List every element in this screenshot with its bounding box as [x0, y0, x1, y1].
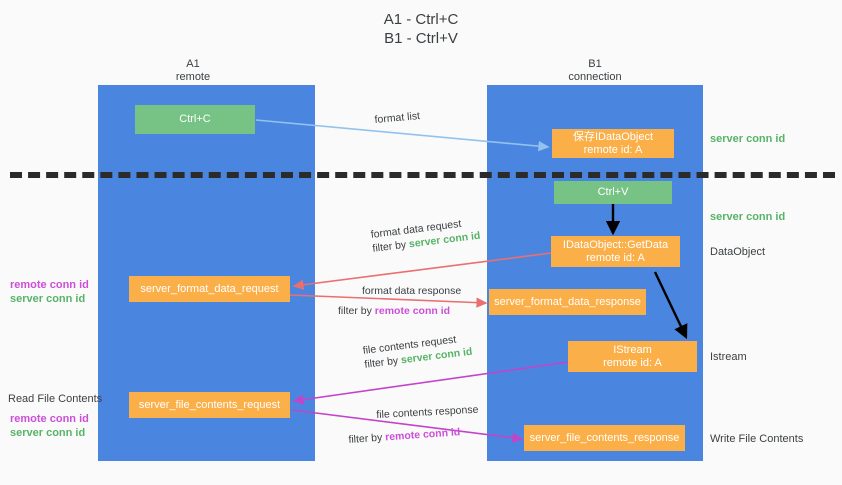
box-server-file-contents-response-label: server_file_contents_response	[529, 431, 680, 444]
box-save-idataobject[interactable]: 保存IDataObject remote id: A	[552, 129, 674, 158]
edge-label-format-list: format list	[374, 110, 421, 126]
note-conn-ids-format: remote conn id server conn id	[10, 278, 89, 306]
edge-label-file-contents-response-line-1: file contents response	[376, 403, 479, 421]
box-server-format-data-response-label: server_format_data_response	[494, 295, 641, 308]
column-b1-name: B1	[588, 58, 602, 70]
phase-divider	[10, 172, 835, 178]
diagram-title: A1 - Ctrl+C B1 - Ctrl+V	[0, 10, 842, 48]
edge-label-file-contents-response: file contents response	[376, 403, 479, 422]
box-ctrl-c[interactable]: Ctrl+C	[135, 105, 255, 134]
filter-value-remote-conn-id: remote conn id	[374, 305, 451, 317]
box-server-file-contents-response[interactable]: server_file_contents_response	[524, 425, 685, 451]
note-dataobject: DataObject	[710, 246, 766, 258]
filter-prefix: filter by	[371, 238, 410, 255]
box-ctrl-v-label: Ctrl+V	[597, 186, 629, 198]
box-server-format-data-request-label: server_format_data_request	[140, 282, 279, 295]
box-save-idataobject-line-1: 保存IDataObject	[572, 130, 654, 143]
edge-label-file-contents-response-filter: filter by remote conn id	[348, 425, 461, 447]
edge-label-format-data-request: format data request filter by server con…	[370, 215, 481, 256]
edge-label-file-contents-request: file contents request filter by server c…	[362, 331, 473, 372]
title-line-1: A1 - Ctrl+C	[383, 11, 459, 28]
box-server-file-contents-request[interactable]: server_file_contents_request	[129, 392, 290, 418]
box-ctrl-c-label: Ctrl+C	[179, 113, 211, 125]
box-save-idataobject-line-2: remote id: A	[583, 143, 643, 156]
box-ctrl-v[interactable]: Ctrl+V	[554, 181, 672, 204]
filter-value-remote-conn-id-2: remote conn id	[384, 426, 461, 444]
note-read-file-contents: Read File Contents	[8, 393, 103, 405]
note-server-conn-id-a: server conn id	[10, 293, 86, 305]
note-server-conn-id-top: server conn id	[710, 133, 786, 145]
column-a1-name: A1	[186, 58, 200, 70]
edge-label-format-data-response-line-1: format data response	[362, 285, 462, 297]
column-b1-subtitle: connection	[568, 71, 622, 83]
edge-label-format-data-response-filter: filter by remote conn id	[338, 304, 450, 318]
box-idataobject-getdata[interactable]: IDataObject::GetData remote id: A	[551, 236, 680, 267]
note-write-file-contents: Write File Contents	[710, 433, 804, 445]
box-istream[interactable]: IStream remote id: A	[568, 341, 697, 372]
filter-prefix-3: filter by	[363, 354, 402, 371]
column-header-a1: A1 remote	[128, 58, 258, 84]
edge-label-format-data-response: format data response	[362, 284, 461, 298]
box-istream-line-1: IStream	[613, 343, 652, 356]
note-server-conn-id-b: server conn id	[10, 427, 86, 439]
note-remote-conn-id-b: remote conn id	[10, 413, 89, 425]
filter-prefix-2: filter by	[338, 305, 375, 317]
note-conn-ids-file: remote conn id server conn id	[10, 412, 89, 440]
note-server-conn-id-mid: server conn id	[710, 211, 786, 223]
box-istream-line-2: remote id: A	[603, 356, 662, 369]
box-server-file-contents-request-label: server_file_contents_request	[138, 398, 281, 411]
note-istream: Istream	[710, 351, 747, 363]
column-header-b1: B1 connection	[530, 58, 660, 84]
column-a1-subtitle: remote	[175, 71, 211, 83]
title-line-2: B1 - Ctrl+V	[384, 30, 458, 47]
box-idataobject-getdata-line-1: IDataObject::GetData	[562, 238, 669, 251]
filter-prefix-4: filter by	[348, 431, 386, 446]
box-server-format-data-response[interactable]: server_format_data_response	[489, 289, 646, 315]
box-server-format-data-request[interactable]: server_format_data_request	[129, 276, 290, 302]
box-idataobject-getdata-line-2: remote id: A	[586, 251, 645, 264]
note-remote-conn-id-a: remote conn id	[10, 279, 89, 291]
